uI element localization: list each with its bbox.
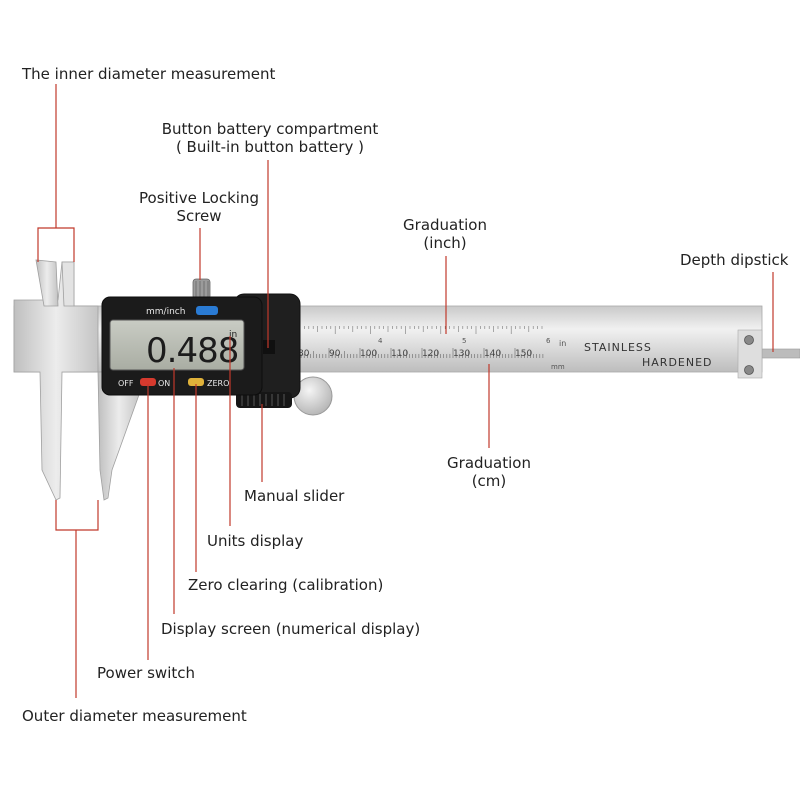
end-screw-top (744, 335, 754, 345)
cm-number: 80 (298, 349, 310, 359)
graduation-cm-line2: (cm) (471, 472, 507, 490)
inner-diameter-label: The inner diameter measurement (22, 65, 276, 83)
locking-screw (192, 278, 211, 300)
cm-number: 90 (329, 349, 341, 359)
graduation-inch-label: Graduation (inch) (390, 216, 500, 252)
units-display-label: Units display (207, 532, 304, 550)
power-button[interactable] (140, 378, 156, 386)
stainless-engraving: STAINLESS (584, 341, 652, 354)
lcd-reading: 0.488 (146, 331, 238, 371)
battery-compartment-label: Button battery compartment ( Built-in bu… (150, 120, 390, 156)
cm-number: 130 (453, 349, 470, 359)
locking-screw-line2: Screw (176, 207, 222, 225)
graduation-cm-line1: Graduation (447, 454, 531, 472)
locking-screw-label: Positive Locking Screw (124, 189, 274, 225)
graduation-inch-line2: (inch) (423, 234, 467, 252)
fixed-inner-tip (35, 259, 59, 307)
off-label: OFF (118, 379, 134, 388)
mm-inch-button[interactable] (196, 306, 218, 315)
power-switch-label: Power switch (97, 664, 196, 682)
cm-number: 100 (360, 349, 377, 359)
sliding-inner-tip (61, 261, 75, 307)
zero-button[interactable] (188, 378, 204, 386)
battery-compartment-line1: Button battery compartment (161, 120, 379, 138)
end-screw-bottom (744, 365, 754, 375)
inch-number: 6 (546, 337, 551, 345)
battery-compartment-line2: ( Built-in button battery ) (175, 138, 365, 156)
lcd-unit: in (229, 330, 237, 340)
mm-inch-label: mm/inch (146, 307, 185, 317)
cm-number: 110 (391, 349, 408, 359)
scale-mm-unit: mm (551, 363, 565, 371)
battery-cover (263, 340, 275, 354)
lcd-screen (109, 319, 245, 371)
inch-number: 4 (378, 337, 383, 345)
inch-scale-numbers: 4 5 6 (378, 337, 551, 345)
cm-number: 150 (515, 349, 532, 359)
inch-number: 5 (462, 337, 466, 345)
locking-screw-line1: Positive Locking (139, 189, 259, 207)
scale-in-unit: in (559, 339, 566, 348)
outer-diameter-label: Outer diameter measurement (22, 707, 247, 725)
zero-label: ZERO (207, 379, 229, 388)
hardened-engraving: HARDENED (642, 356, 713, 369)
display-screen-label: Display screen (numerical display) (161, 620, 421, 638)
cm-scale-numbers: 80 90 100 110 120 130 140 150 (298, 349, 532, 359)
zero-clearing-label: Zero clearing (calibration) (188, 576, 384, 594)
cm-number: 120 (422, 349, 439, 359)
graduation-inch-line1: Graduation (403, 216, 487, 234)
manual-slider-label: Manual slider (244, 487, 345, 505)
leader-lines (37, 84, 774, 698)
graduation-cm-label: Graduation (cm) (434, 454, 544, 490)
depth-rod (759, 348, 800, 359)
depth-dipstick-label: Depth dipstick (680, 251, 789, 269)
inch-scale-ticks (299, 326, 543, 334)
on-label: ON (158, 379, 170, 388)
cm-number: 140 (484, 349, 501, 359)
